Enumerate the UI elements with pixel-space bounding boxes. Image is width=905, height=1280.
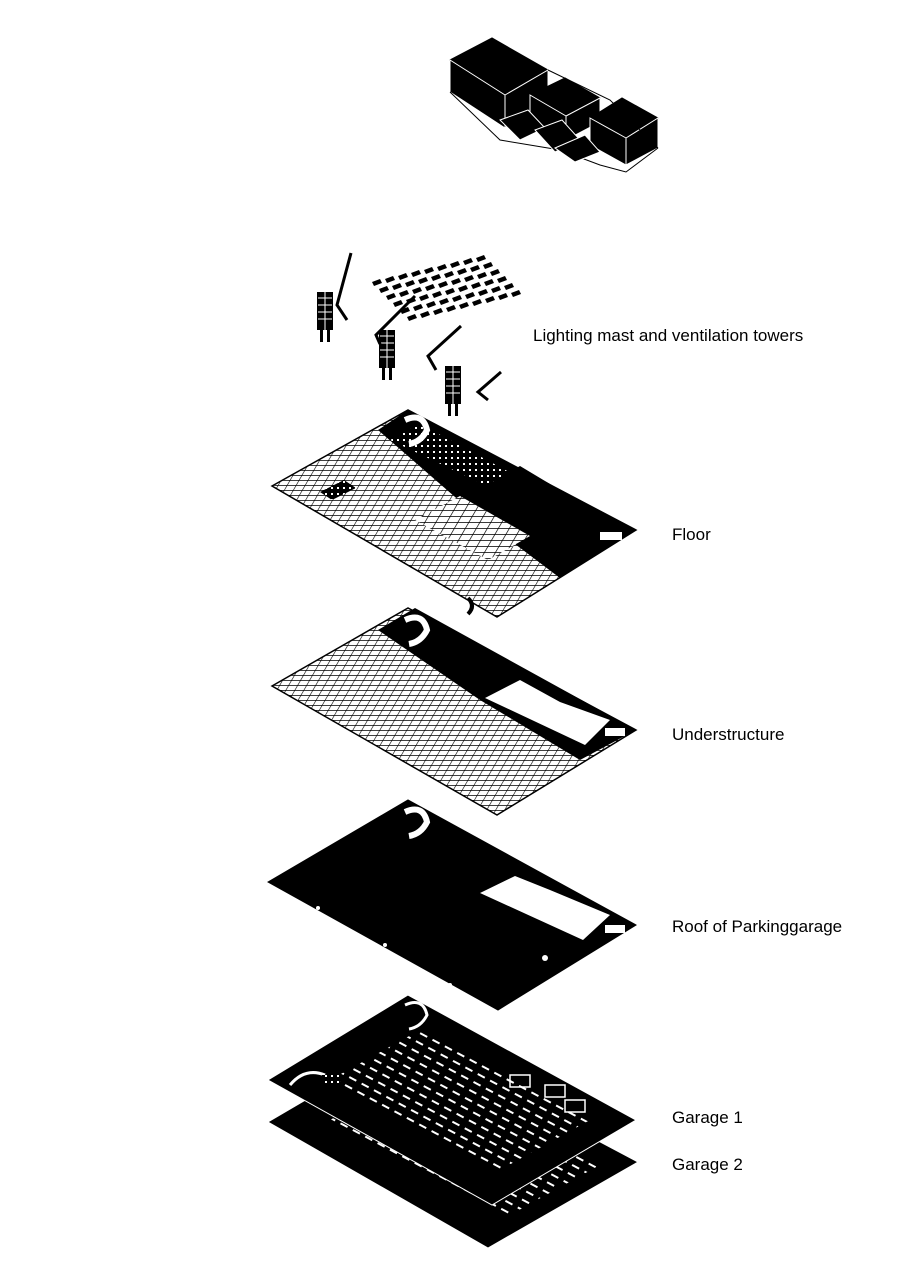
louver-array	[372, 255, 521, 321]
louver-blade	[379, 286, 389, 293]
garage-1-layer	[267, 994, 638, 1206]
ventilation-tower-3	[445, 366, 461, 416]
louver-blade	[476, 255, 486, 262]
louver-blade	[424, 267, 434, 274]
label-floor: Floor	[672, 525, 711, 544]
louver-blade	[463, 258, 473, 265]
louver-blade	[413, 304, 423, 311]
louver-blade	[451, 278, 461, 285]
louver-blade	[485, 296, 495, 303]
louver-blade	[497, 276, 507, 283]
louver-blade	[419, 294, 429, 301]
louver-blade	[458, 285, 468, 292]
louver-blade	[398, 273, 408, 280]
louver-blade	[444, 271, 454, 278]
louver-blade	[432, 291, 442, 298]
lighting-masts-ventilation-towers	[317, 252, 521, 416]
label-garage-2: Garage 2	[672, 1155, 743, 1174]
louver-blade	[478, 289, 488, 296]
louver-blade	[425, 284, 435, 291]
building-model	[449, 37, 659, 173]
louver-blade	[459, 302, 469, 309]
floor-layer	[270, 409, 638, 618]
louver-blade	[511, 290, 521, 297]
lighting-mast-3	[426, 324, 463, 371]
louver-blade	[418, 277, 428, 284]
louver-blade	[437, 264, 447, 271]
louver-blade	[477, 272, 487, 279]
louver-blade	[400, 307, 410, 314]
louver-blade	[498, 293, 508, 300]
louver-blade	[420, 311, 430, 318]
louver-blade	[412, 287, 422, 294]
louver-blade	[465, 292, 475, 299]
louver-blade	[504, 283, 514, 290]
louver-blade	[372, 279, 382, 286]
louver-blade	[405, 280, 415, 287]
louver-blade	[426, 301, 436, 308]
ventilation-tower-1	[317, 292, 333, 342]
louver-blade	[450, 261, 460, 268]
lighting-mast-1	[335, 252, 353, 321]
ventilation-tower-2	[379, 330, 395, 380]
louver-blade	[393, 300, 403, 307]
louver-blade	[392, 283, 402, 290]
louver-blade	[399, 290, 409, 297]
louver-blade	[464, 275, 474, 282]
louver-blade	[484, 279, 494, 286]
label-roof-of-parkinggarage: Roof of Parkinggarage	[672, 917, 843, 936]
understructure-layer	[270, 607, 638, 816]
louver-blade	[452, 295, 462, 302]
louver-blade	[439, 298, 449, 305]
roof-parkinggarage-layer	[0, 799, 637, 1011]
louver-blade	[407, 314, 417, 321]
label-understructure: Understructure	[672, 725, 785, 744]
label-garage-1: Garage 1	[672, 1108, 743, 1127]
louver-blade	[431, 274, 441, 281]
louver-blade	[433, 308, 443, 315]
lighting-mast-2	[374, 294, 417, 345]
louver-blade	[483, 262, 493, 269]
louver-blade	[490, 269, 500, 276]
louver-blade	[445, 288, 455, 295]
louver-blade	[438, 281, 448, 288]
louver-blade	[471, 282, 481, 289]
louver-blade	[411, 270, 421, 277]
louver-blade	[385, 276, 395, 283]
louver-blade	[491, 286, 501, 293]
louver-blade	[446, 305, 456, 312]
louver-blade	[457, 268, 467, 275]
louver-blade	[470, 265, 480, 272]
louver-blade	[472, 299, 482, 306]
louver-blade	[386, 293, 396, 300]
label-lighting-mast-ventilation-towers: Lighting mast and ventilation towers	[533, 326, 804, 345]
lighting-mast-4	[475, 370, 502, 402]
